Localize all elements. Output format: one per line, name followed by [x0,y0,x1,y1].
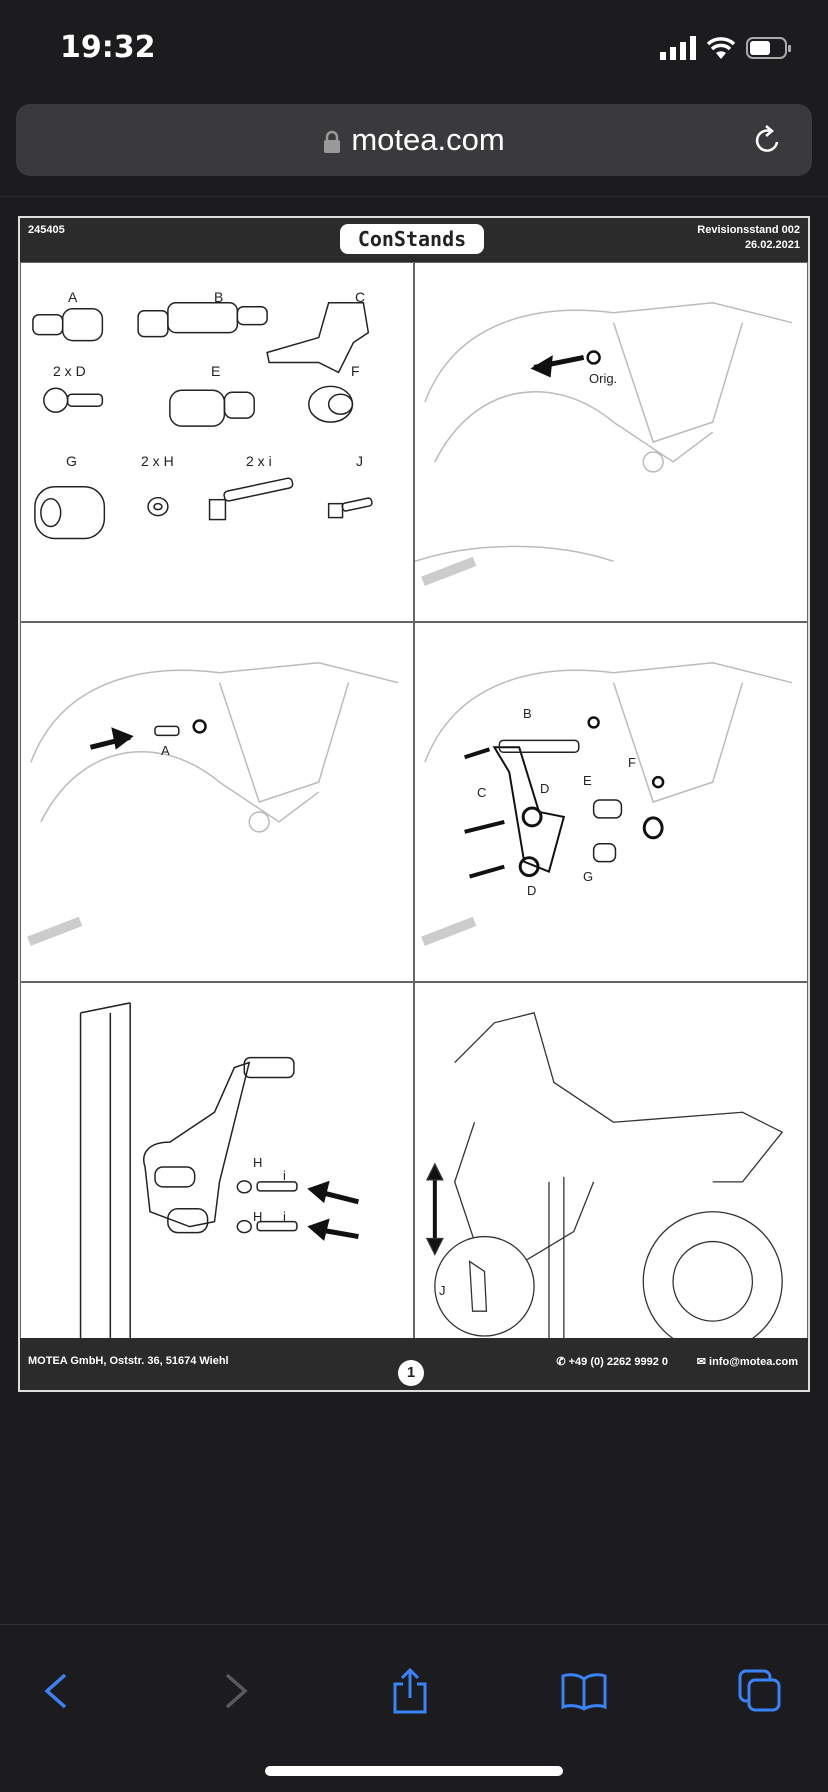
part-label-e: E [211,363,221,379]
step4-label-i-bottom: i [283,1209,286,1224]
clock: 19:32 [60,30,156,65]
step4-label-h-bottom: H [253,1209,263,1224]
forward-button[interactable] [206,1661,266,1721]
share-icon [393,1668,427,1714]
part-label-h: 2 x H [141,453,174,469]
panel-step-5: J [414,982,808,1342]
bookmarks-button[interactable] [554,1661,614,1721]
step3-label-d-bottom: D [527,883,537,898]
url-text: motea.com [351,122,505,157]
part-label-i: 2 x i [246,453,272,469]
reload-icon[interactable] [752,124,784,156]
panel-step-4: H i H i [20,982,414,1342]
book-icon [561,1673,607,1711]
step3-label-b: B [523,706,532,721]
part-label-c: C [355,289,366,305]
email-address: info@motea.com [709,1356,798,1368]
part-label-g: G [66,453,77,469]
orig-label: Orig. [589,371,618,386]
step5-label-j: J [439,1283,446,1298]
part-label-f: F [351,363,360,379]
revision-info: Revisionsstand 002 26.02.2021 [697,223,800,253]
share-button[interactable] [380,1661,440,1721]
panel-step-3: B C D E F D G [414,622,808,982]
address-bar[interactable]: motea.com [16,104,812,176]
step4-label-h-top: H [253,1155,263,1170]
phone-icon: ✆ [556,1356,569,1368]
mail-icon: ✉ [696,1356,710,1368]
chevron-left-icon [44,1673,67,1709]
tabs-button[interactable] [730,1661,790,1721]
lock-icon [324,130,341,153]
company-address: MOTEA GmbH, Oststr. 36, 51674 Wiehl [28,1355,229,1367]
chevron-right-icon [225,1673,248,1709]
instruction-document: 245405 ConStands Revisionsstand 002 26.02… [18,216,810,1392]
signal-icon [660,36,696,60]
revision-date: 26.02.2021 [744,239,800,251]
back-button[interactable] [26,1661,86,1721]
document-footer: MOTEA GmbH, Oststr. 36, 51674 Wiehl 1 ✆ … [20,1338,808,1390]
phone-number: +49 (0) 2262 9992 0 [568,1356,668,1368]
part-label-a: A [68,289,78,305]
panel-step-2: A [20,622,414,982]
email-contact: ✉ info@motea.com [697,1355,798,1368]
brand-logo: ConStands [340,224,484,254]
browser-toolbar [0,1624,828,1792]
step4-label-i-top: i [283,1168,286,1183]
home-indicator[interactable] [265,1766,563,1776]
battery-icon [746,37,791,59]
step3-label-f: F [628,755,636,770]
document-header: 245405 ConStands Revisionsstand 002 26.02… [20,218,808,262]
revision-label: Revisionsstand 002 [697,224,800,236]
divider [0,196,828,197]
panel-step-1: Orig. [414,262,808,622]
article-number: 245405 [28,224,65,236]
step3-label-e: E [583,773,592,788]
step2-label-a: A [161,743,170,758]
wifi-icon [706,37,736,59]
step3-label-d-top: D [540,781,550,796]
tabs-icon [738,1669,781,1712]
status-bar: 19:32 [0,0,828,100]
step3-label-g: G [583,869,594,884]
part-label-j: J [356,453,363,469]
panel-parts-list: A B C 2 x D E F G 2 x H 2 x i J [20,262,414,622]
part-label-b: B [214,289,224,305]
part-label-d: 2 x D [53,363,86,379]
phone-contact: ✆ +49 (0) 2262 9992 0 [556,1355,668,1368]
page-number: 1 [398,1360,424,1386]
step3-label-c: C [477,785,487,800]
